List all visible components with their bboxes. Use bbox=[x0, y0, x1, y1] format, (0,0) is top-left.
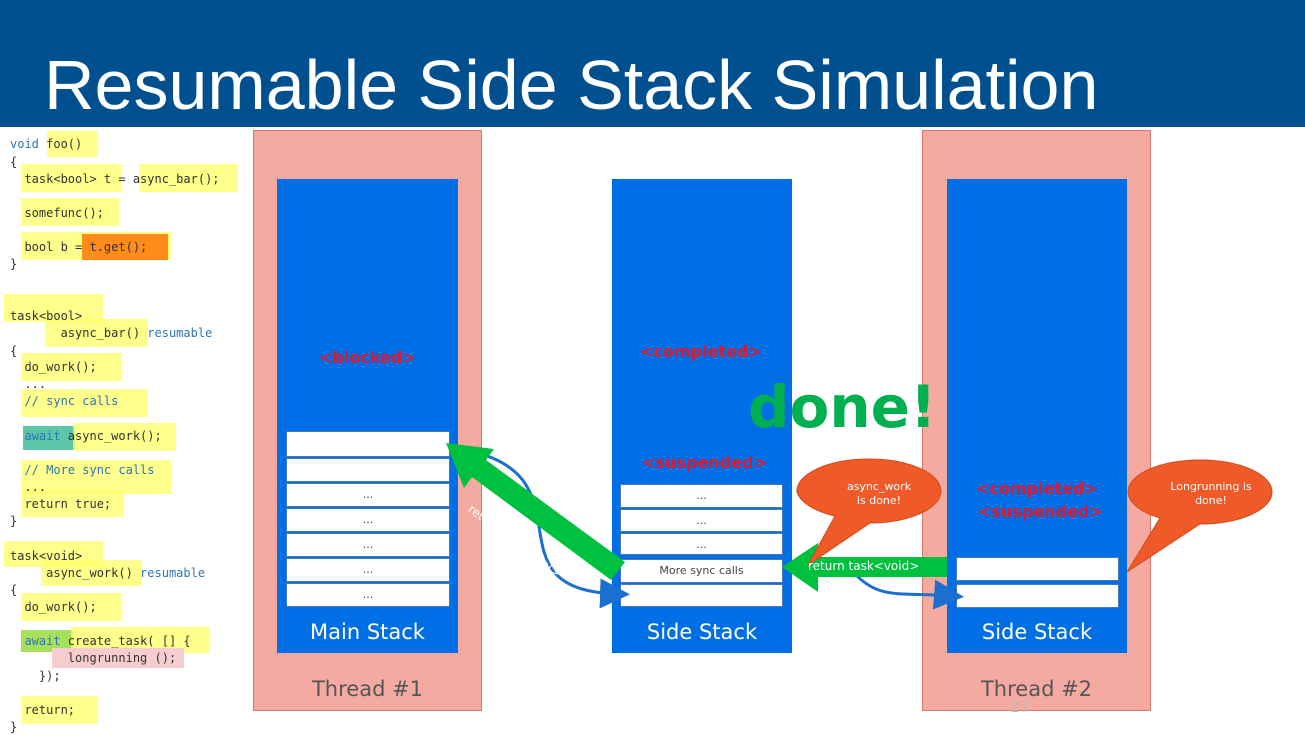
code-highlight bbox=[45, 319, 148, 347]
stack-frame: ... bbox=[286, 583, 450, 607]
code-highlight bbox=[21, 198, 119, 226]
code-text: async_bar() bbox=[10, 326, 148, 340]
return-task-void-label: return task<void> bbox=[808, 559, 920, 573]
code-line: async_work() resumable bbox=[10, 565, 205, 581]
code-text: create_task( [] { bbox=[60, 634, 191, 648]
bubble-1-text: async_work is done! bbox=[846, 480, 912, 507]
code-line: await async_work(); bbox=[10, 428, 162, 444]
code-line: async_bar() resumable bbox=[10, 325, 213, 341]
code-line: } bbox=[10, 720, 18, 734]
code-line: { bbox=[10, 583, 18, 597]
code-line: { bbox=[10, 344, 18, 358]
code-highlight bbox=[21, 389, 148, 417]
code-highlight bbox=[21, 460, 171, 494]
code-line: }); bbox=[10, 669, 61, 683]
thread-2-label: Thread #2 bbox=[980, 677, 1093, 701]
side-stack-2 bbox=[947, 179, 1127, 653]
thread-1-label: Thread #1 bbox=[311, 677, 424, 701]
code-text: foo() bbox=[38, 137, 83, 151]
code-line: { bbox=[10, 155, 18, 169]
code-keyword: await bbox=[10, 429, 61, 443]
code-highlight bbox=[21, 593, 121, 621]
stack-frame bbox=[286, 431, 450, 457]
code-line: void foo() bbox=[10, 136, 82, 152]
code-highlight bbox=[21, 164, 121, 192]
code-line: ... bbox=[10, 377, 47, 391]
bubble-2-text: Longrunning is done! bbox=[1170, 480, 1252, 507]
code-line: longrunning (); bbox=[10, 651, 177, 665]
stack-frame: ... bbox=[286, 558, 450, 582]
code-line: await create_task( [] { bbox=[10, 633, 191, 649]
code-line: do_work(); bbox=[10, 600, 97, 614]
stack-frame: ... bbox=[620, 533, 783, 555]
code-line: ... bbox=[10, 480, 47, 494]
await-highlight bbox=[21, 630, 73, 652]
code-line: task<void> bbox=[10, 549, 83, 563]
code-text: async_work(); bbox=[60, 429, 162, 443]
code-comment: // sync calls bbox=[10, 394, 119, 408]
stack-frame: ... bbox=[286, 483, 450, 507]
code-highlight bbox=[4, 294, 103, 322]
code-highlight bbox=[139, 164, 238, 192]
code-line: return true; bbox=[10, 497, 112, 511]
stack-frame bbox=[620, 584, 783, 607]
code-line: somefunc(); bbox=[10, 206, 104, 220]
header-bar bbox=[0, 0, 1305, 127]
get-call-highlight bbox=[82, 234, 168, 260]
code-line: } bbox=[10, 514, 18, 528]
code-keyword: void bbox=[10, 137, 39, 151]
code-comment: // More sync calls bbox=[10, 463, 155, 477]
stack-frame bbox=[956, 584, 1119, 608]
stack-frame: ... bbox=[620, 484, 783, 508]
code-highlight bbox=[47, 131, 97, 157]
code-line: task<bool> t = async_bar(); bbox=[10, 172, 220, 186]
code-highlight bbox=[21, 353, 122, 381]
code-line: do_work(); bbox=[10, 360, 97, 374]
side-stack-1-state-completed: <completed> bbox=[640, 342, 762, 361]
code-line: bool b = t.get(); bbox=[10, 240, 148, 254]
stack-frame: ... bbox=[286, 508, 450, 532]
stack-frame: ... bbox=[620, 509, 783, 532]
code-highlight bbox=[21, 696, 98, 724]
side-stack-2-label: Side Stack bbox=[981, 620, 1093, 644]
code-highlight bbox=[41, 560, 142, 586]
code-keyword: resumable bbox=[140, 566, 206, 580]
code-keyword: resumable bbox=[147, 326, 213, 340]
code-line: return; bbox=[10, 703, 76, 717]
side-stack-1-state-suspended: <suspended> bbox=[642, 453, 767, 472]
side-stack-2-state-completed: <completed> bbox=[976, 479, 1098, 498]
code-keyword: await bbox=[10, 634, 61, 648]
longrunning-highlight bbox=[52, 648, 184, 668]
done-text: done! bbox=[748, 373, 937, 441]
side-stack-1-label: Side Stack bbox=[646, 620, 758, 644]
page-number: 27 bbox=[1010, 697, 1031, 716]
code-line: } bbox=[10, 257, 18, 271]
stack-frame: ... bbox=[286, 533, 450, 557]
stack-frame: More sync calls bbox=[620, 559, 783, 583]
code-highlight bbox=[73, 423, 176, 451]
stack-frame bbox=[286, 458, 450, 482]
stack-frame bbox=[956, 557, 1119, 581]
code-highlight bbox=[21, 491, 124, 517]
side-stack-2-state-suspended: <suspended> bbox=[978, 502, 1103, 521]
main-stack-label: Main Stack bbox=[310, 620, 425, 644]
slide-title: Resumable Side Stack Simulation bbox=[44, 46, 1099, 124]
code-text: async_work() bbox=[10, 566, 141, 580]
speech-bubble-1 bbox=[796, 458, 942, 566]
code-line: task<bool> bbox=[10, 309, 83, 323]
await-highlight bbox=[23, 426, 75, 450]
main-stack-state: <blocked> bbox=[319, 348, 416, 367]
